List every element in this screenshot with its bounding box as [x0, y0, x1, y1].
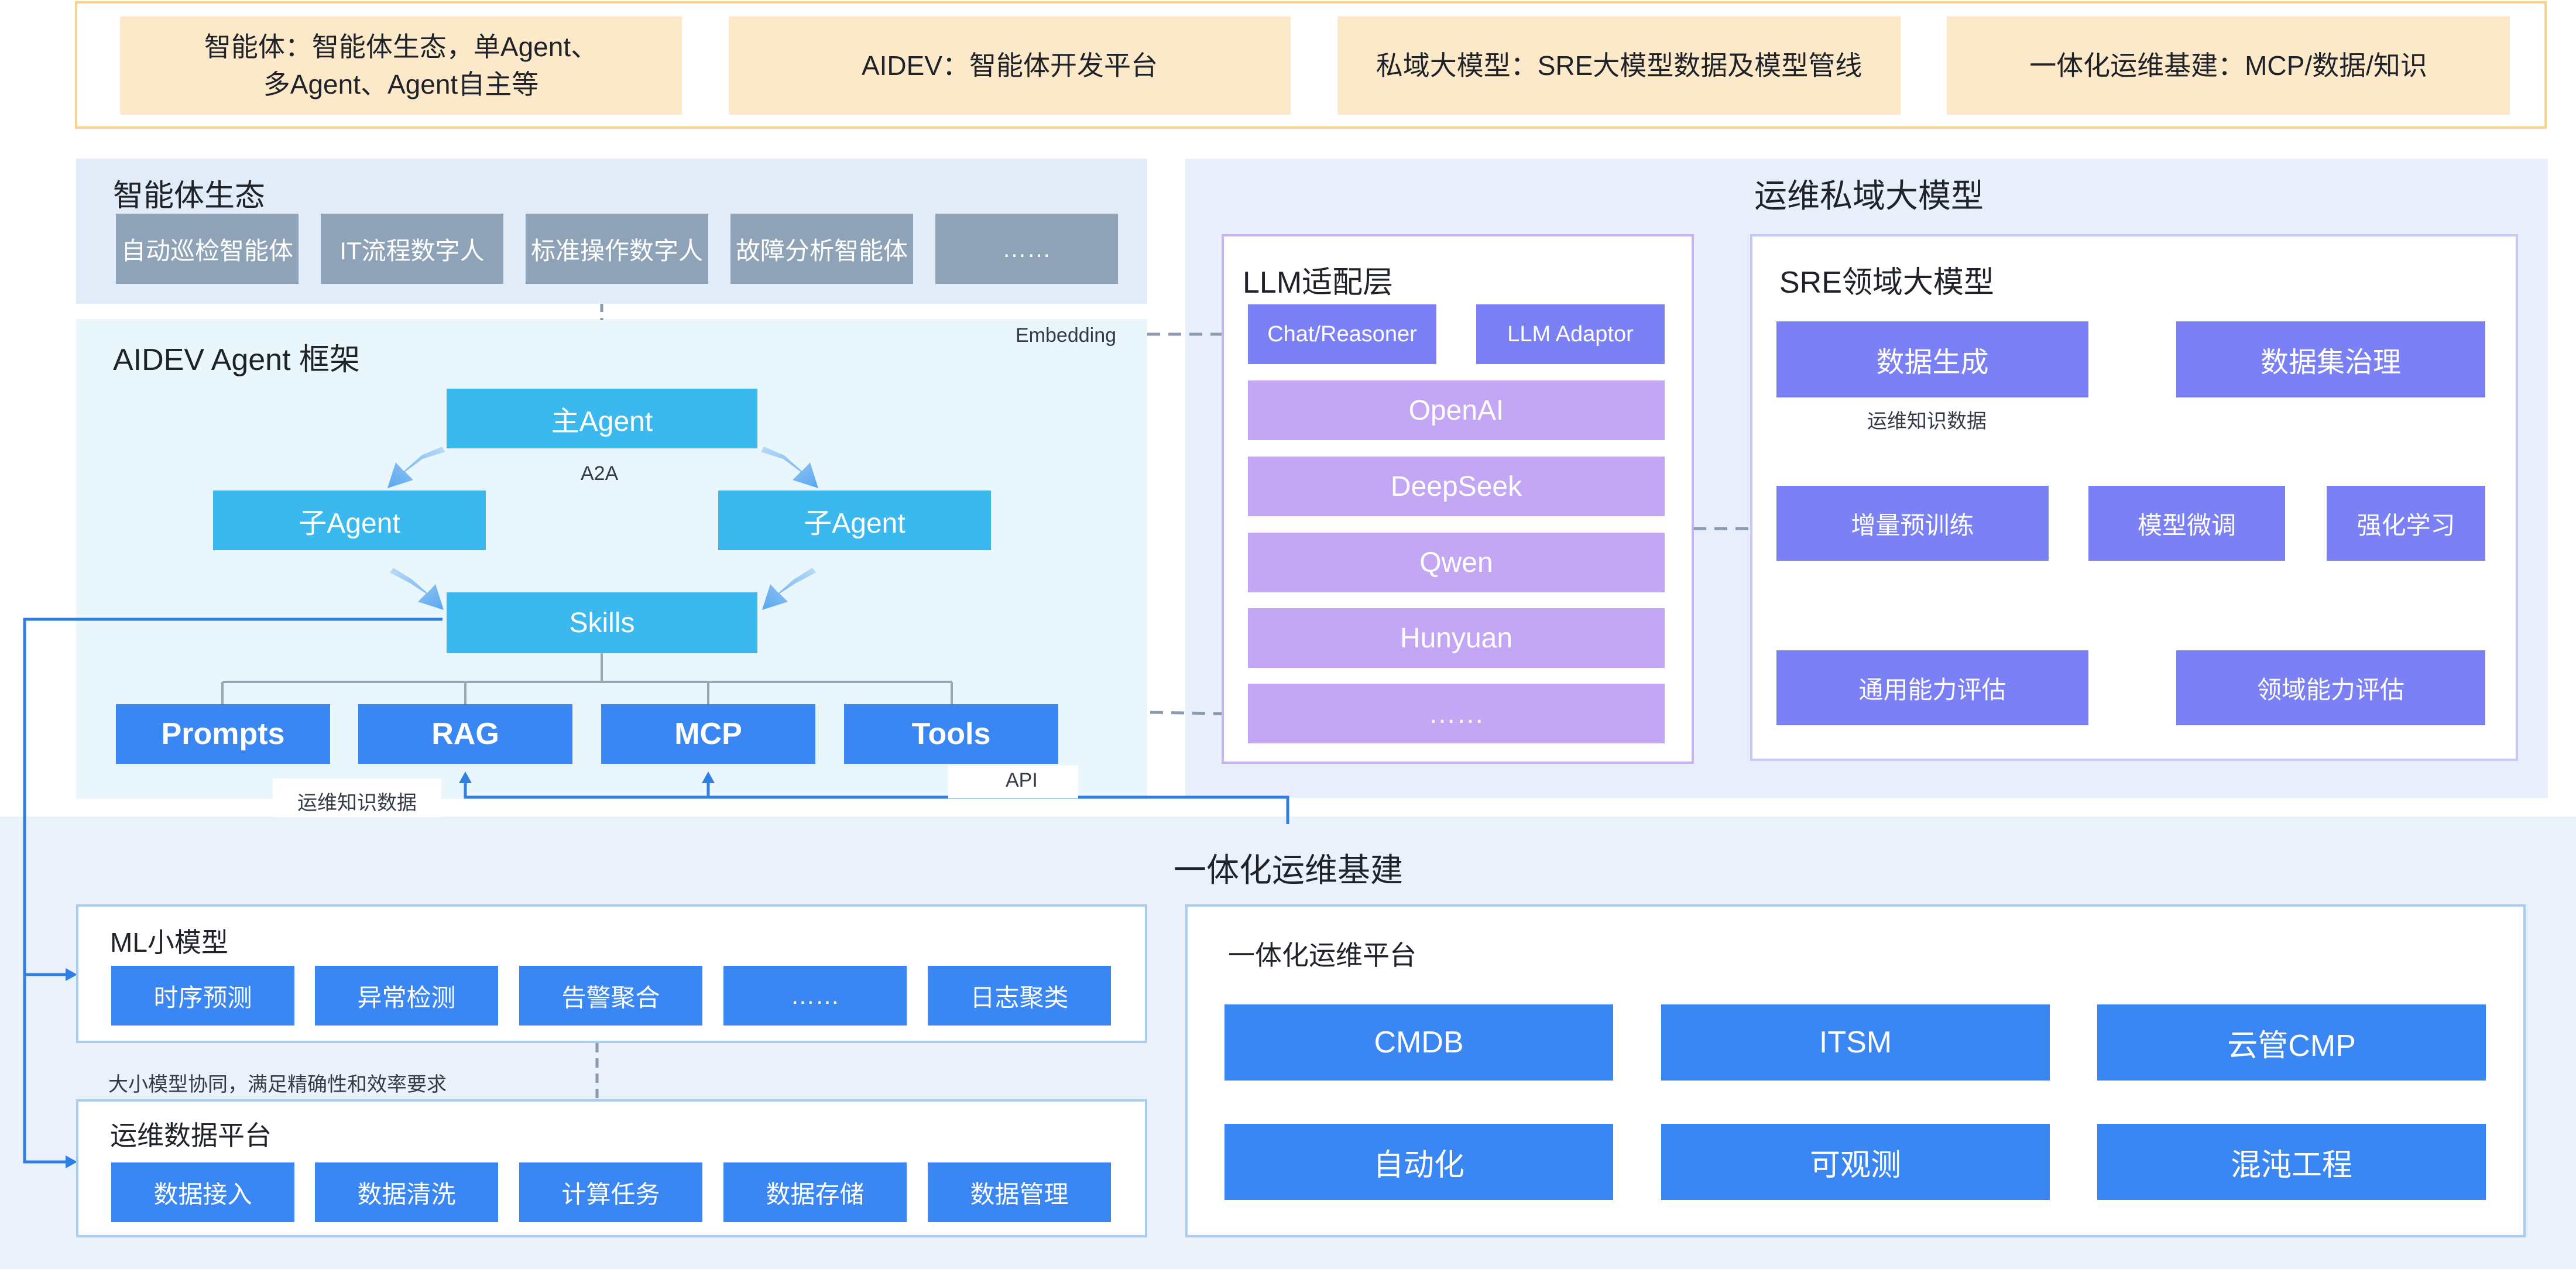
arrowhead-to-rag	[459, 771, 472, 783]
ops-item-cloud-cmp: 云管CMP	[2097, 1004, 2486, 1081]
ops-platform-title: 一体化运维平台	[1228, 940, 1416, 970]
sre-pretrain: 增量预训练	[1776, 486, 2049, 561]
top-item-private-llm: 私域大模型：SRE大模型数据及模型管线	[1337, 16, 1901, 115]
ml-item-more: ……	[723, 966, 907, 1026]
sre-finetune: 模型微调	[2088, 486, 2285, 561]
infra-title: 一体化运维基建	[1174, 852, 1403, 889]
sre-ops-knowledge-label: 运维知识数据	[1867, 410, 1987, 433]
top-item-agent-line2: 多Agent、Agent自主等	[263, 69, 539, 100]
tool-mcp: MCP	[601, 704, 815, 764]
arrow-main-to-sub-right	[761, 447, 818, 488]
sre-rl: 强化学习	[2327, 486, 2485, 561]
ops-item-cmdb: CMDB	[1224, 1004, 1613, 1081]
a2a-label: A2A	[581, 462, 619, 485]
embedding-label: Embedding	[1016, 324, 1117, 347]
llm-adaptor-box: LLM Adaptor	[1476, 304, 1665, 364]
dp-item-manage: 数据管理	[928, 1162, 1111, 1222]
model-qwen: Qwen	[1248, 533, 1665, 592]
model-more: ……	[1248, 684, 1665, 743]
llm-adapter-title: LLM适配层	[1243, 266, 1394, 300]
aidev-title: AIDEV Agent 框架	[113, 343, 360, 377]
ml-item-forecast: 时序预测	[111, 966, 294, 1026]
eco-item-more: ……	[935, 214, 1118, 284]
ecosystem-title: 智能体生态	[113, 179, 266, 213]
dp-item-store: 数据存储	[723, 1162, 907, 1222]
dp-item-ingest: 数据接入	[111, 1162, 294, 1222]
sre-general-eval: 通用能力评估	[1776, 650, 2088, 725]
arrow-sub-right-to-skills	[762, 568, 816, 610]
skills-to-infra-line	[23, 618, 443, 1164]
top-item-agent: 智能体：智能体生态，单Agent、 多Agent、Agent自主等	[120, 16, 682, 115]
top-item-infra: 一体化运维基建：MCP/数据/知识	[1947, 16, 2510, 115]
eco-item-it-process: IT流程数字人	[321, 214, 503, 284]
rag-note-label: 运维知识数据	[297, 792, 417, 814]
sre-title: SRE领域大模型	[1779, 266, 1994, 300]
sre-dataset-gov: 数据集治理	[2176, 321, 2485, 397]
eco-item-standard-ops: 标准操作数字人	[526, 214, 708, 284]
top-item-agent-line1: 智能体：智能体生态，单Agent、	[204, 32, 598, 62]
private-llm-title: 运维私域大模型	[1754, 177, 1984, 214]
api-note-bg	[948, 766, 1078, 798]
chat-reasoner-box: Chat/Reasoner	[1248, 304, 1436, 364]
api-note-label: API	[1006, 769, 1038, 791]
arrow-sub-left-to-skills	[390, 568, 444, 610]
arrowhead-to-mcp	[702, 771, 715, 783]
collab-note-label: 大小模型协同，满足精确性和效率要求	[108, 1073, 447, 1096]
ml-item-anomaly: 异常检测	[315, 966, 498, 1026]
ops-item-itsm: ITSM	[1661, 1004, 2050, 1081]
ml-title: ML小模型	[110, 927, 228, 958]
tool-rag: RAG	[358, 704, 572, 764]
ops-item-observability: 可观测	[1661, 1124, 2050, 1200]
tools-to-llm-dashed-line	[1150, 711, 1248, 716]
model-hunyuan: Hunyuan	[1248, 608, 1665, 668]
dp-item-clean: 数据清洗	[315, 1162, 498, 1222]
eco-item-fault-analysis: 故障分析智能体	[730, 214, 913, 284]
arrow-main-to-sub-left	[387, 447, 445, 488]
ops-item-chaos: 混沌工程	[2097, 1124, 2486, 1200]
top-item-aidev: AIDEV：智能体开发平台	[729, 16, 1291, 115]
eco-item-inspection: 自动巡检智能体	[116, 214, 299, 284]
ml-item-log-cluster: 日志聚类	[928, 966, 1111, 1026]
model-deepseek: DeepSeek	[1248, 457, 1665, 516]
dp-item-compute: 计算任务	[519, 1162, 702, 1222]
tool-prompts: Prompts	[116, 704, 330, 764]
arrowhead-to-data-platform	[66, 1155, 77, 1168]
ops-item-automation: 自动化	[1224, 1124, 1613, 1200]
sub-agent-right-box: 子Agent	[718, 491, 991, 550]
arrowhead-to-ml	[66, 968, 77, 981]
skills-box: Skills	[447, 592, 757, 653]
tool-tools: Tools	[844, 704, 1058, 764]
rag-note-bg	[273, 778, 441, 817]
sre-domain-eval: 领域能力评估	[2176, 650, 2485, 725]
sre-data-gen: 数据生成	[1776, 321, 2088, 397]
model-openai: OpenAI	[1248, 380, 1665, 440]
infra-to-rag-mcp-line	[464, 778, 1289, 824]
sub-agent-left-box: 子Agent	[213, 491, 486, 550]
data-platform-title: 运维数据平台	[110, 1120, 272, 1151]
main-agent-box: 主Agent	[447, 389, 757, 448]
ml-item-alert-agg: 告警聚合	[519, 966, 702, 1026]
